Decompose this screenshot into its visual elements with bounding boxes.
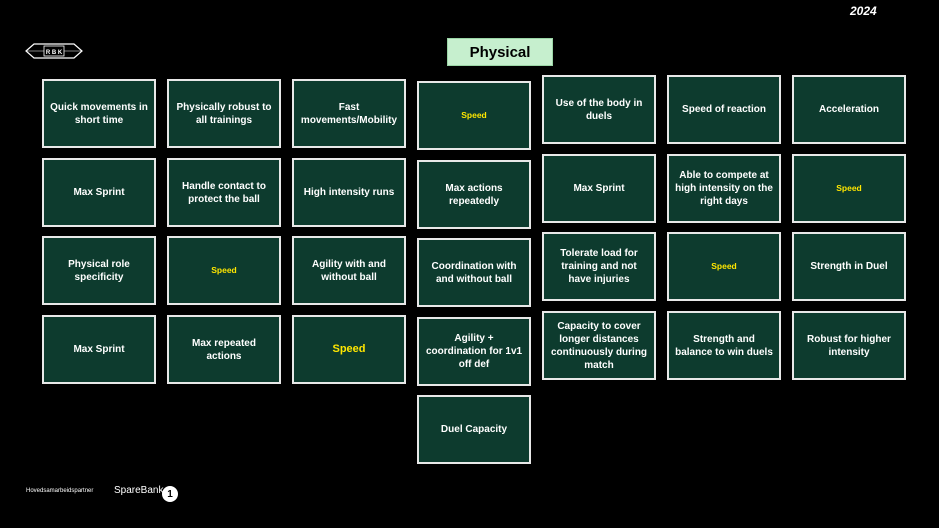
attribute-card: Speed — [167, 236, 281, 305]
page-title: Physical — [447, 38, 553, 66]
year-label: 2024 — [850, 4, 877, 18]
attribute-card: Speed — [292, 315, 406, 384]
attribute-card: Handle contact to protect the ball — [167, 158, 281, 227]
sponsor-brand: SpareBank — [114, 485, 164, 496]
attribute-card: Speed of reaction — [667, 75, 781, 144]
attribute-card: Able to compete at high intensity on the… — [667, 154, 781, 223]
attribute-card: Strength in Duel — [792, 232, 906, 301]
attribute-card: Physically robust to all trainings — [167, 79, 281, 148]
attribute-card: Max repeated actions — [167, 315, 281, 384]
club-logo: R B K — [25, 43, 83, 59]
attribute-card: Coordination with and without ball — [417, 238, 531, 307]
attribute-card: Speed — [792, 154, 906, 223]
attribute-card: Speed — [667, 232, 781, 301]
attribute-card: Tolerate load for training and not have … — [542, 232, 656, 301]
attribute-card: Fast movements/Mobility — [292, 79, 406, 148]
sponsor-logo-icon: 1 — [162, 486, 178, 502]
logo-text: R B K — [46, 50, 63, 56]
partner-label: Hovedsamarbeidspartner — [26, 488, 94, 494]
attribute-card: Physical role specificity — [42, 236, 156, 305]
attribute-card: Max actions repeatedly — [417, 160, 531, 229]
attribute-card: Speed — [417, 81, 531, 150]
attribute-card: Agility + coordination for 1v1 off def — [417, 317, 531, 386]
attribute-card: Strength and balance to win duels — [667, 311, 781, 380]
attribute-card: Max Sprint — [542, 154, 656, 223]
attribute-card: Agility with and without ball — [292, 236, 406, 305]
attribute-card: Duel Capacity — [417, 395, 531, 464]
attribute-card: Acceleration — [792, 75, 906, 144]
attribute-card: Quick movements in short time — [42, 79, 156, 148]
attribute-card: High intensity runs — [292, 158, 406, 227]
attribute-card: Max Sprint — [42, 315, 156, 384]
attribute-card: Use of the body in duels — [542, 75, 656, 144]
attribute-card: Capacity to cover longer distances conti… — [542, 311, 656, 380]
attribute-card: Robust for higher intensity — [792, 311, 906, 380]
attribute-card: Max Sprint — [42, 158, 156, 227]
